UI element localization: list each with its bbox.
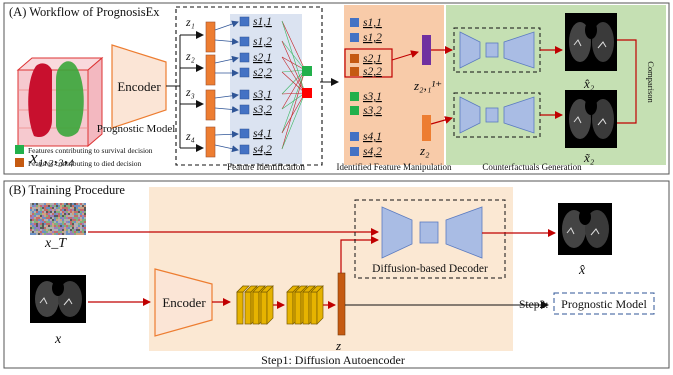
decoder-b-label: Diffusion-based Decoder — [372, 263, 488, 275]
panel-b-title: (B) Training Procedure — [9, 183, 125, 197]
input-label: x₁,₂,₃,₄ — [29, 148, 74, 167]
identification-label: Feature Identification — [227, 162, 305, 172]
feature-square — [239, 52, 250, 63]
legend-survival-label: Features contributing to survival decisi… — [28, 146, 153, 155]
selected-feature-box — [344, 48, 393, 78]
manipulation-features — [344, 18, 393, 156]
feature-label: s1,1 — [363, 17, 382, 29]
legend-died-label: Features contributing to died decision — [28, 159, 142, 168]
x-label: x — [54, 332, 62, 347]
z2-bar — [422, 115, 431, 141]
comparison-label: Comparison — [646, 61, 656, 103]
feature-square — [239, 128, 250, 139]
decoder-a1-shape — [459, 31, 535, 69]
feature-label: s1,2 — [253, 36, 272, 48]
encoder-a-shape — [111, 44, 167, 129]
feature-label: s3,2 — [363, 105, 382, 117]
z-label: z₁ — [185, 15, 195, 29]
feature-label: s2,2 — [253, 67, 272, 79]
decoder-b-shape — [381, 206, 483, 259]
z-b-label: z — [335, 338, 341, 353]
feature-label: s4,1 — [363, 131, 382, 143]
encoder-a-label: Encoder — [117, 79, 161, 94]
feature-square — [239, 67, 250, 78]
prognostic-model-box — [553, 292, 655, 315]
panel-a-title: (A) Workflow of PrognosisEx — [9, 5, 160, 19]
xtilde2-label: x̃₂ — [583, 150, 595, 165]
z-b-bar — [337, 272, 346, 336]
ct-image-xhat — [558, 203, 612, 255]
input-volume-icon — [16, 56, 104, 148]
z-bar — [205, 54, 216, 86]
survival-node — [302, 66, 312, 76]
feature-square — [239, 144, 250, 155]
feature-label: s4,1 — [253, 128, 272, 140]
conv-block-1 — [236, 285, 274, 325]
feature-label: s3,1 — [253, 89, 272, 101]
decoder-a2-shape — [459, 96, 535, 134]
feature-square — [239, 104, 250, 115]
z-label: z₂ — [185, 49, 195, 63]
step2-prognostic-label: Prognostic Model — [561, 297, 647, 311]
feature-label: s2,2 — [363, 66, 382, 78]
feature-label: s1,2 — [363, 32, 382, 44]
feature-square — [239, 89, 250, 100]
z-label: z₃ — [185, 85, 195, 99]
noise-image — [30, 203, 86, 235]
encoder-b-shape — [154, 268, 213, 337]
conv-block-2 — [286, 285, 324, 325]
z-manip-label: z₂,₁¹⁺ — [413, 78, 442, 93]
feature-square — [239, 36, 250, 47]
prognostic-model-label: Prognostic Model — [97, 123, 176, 135]
comparison-bracket — [617, 39, 637, 124]
feature-label: s2,1 — [253, 52, 272, 64]
manipulation-label: Identified Feature Manipulation — [337, 162, 452, 172]
z-manip-bar — [422, 35, 431, 65]
feature-label: s2,1 — [363, 53, 382, 65]
z-bar — [205, 126, 216, 158]
legend-swatch-survival — [15, 145, 24, 154]
legend-swatch-died — [15, 158, 24, 167]
feature-label: s1,1 — [253, 16, 272, 28]
xhat-label: x̂ — [578, 263, 586, 278]
xT-label: x_T — [44, 236, 67, 251]
decision-connections — [281, 20, 306, 150]
z-bar — [205, 21, 216, 53]
feature-label: s4,2 — [363, 146, 382, 158]
step1-label: Step1: Diffusion Autoencoder — [261, 353, 405, 367]
feature-label: s3,2 — [253, 104, 272, 116]
z2-label: z₂ — [419, 143, 430, 158]
feature-label: s3,1 — [363, 91, 382, 103]
xhat2-label: x̂₂ — [583, 76, 595, 91]
feature-square — [239, 16, 250, 27]
decoder-b-box — [354, 199, 506, 279]
ct-image-x — [30, 275, 86, 323]
ct-image-xtilde2 — [565, 90, 617, 148]
generation-label: Counterfactuals Generation — [482, 162, 582, 172]
ct-image-xhat2 — [565, 13, 617, 71]
generation-bg — [446, 5, 666, 165]
died-node — [302, 88, 312, 98]
z-label: z₄ — [185, 129, 195, 143]
z-bar — [205, 89, 216, 121]
step2-label: Step2: — [519, 299, 548, 311]
panel-b-autoencoder-bg — [149, 187, 513, 351]
feature-label: s4,2 — [253, 144, 272, 156]
encoder-b-label: Encoder — [162, 295, 206, 310]
